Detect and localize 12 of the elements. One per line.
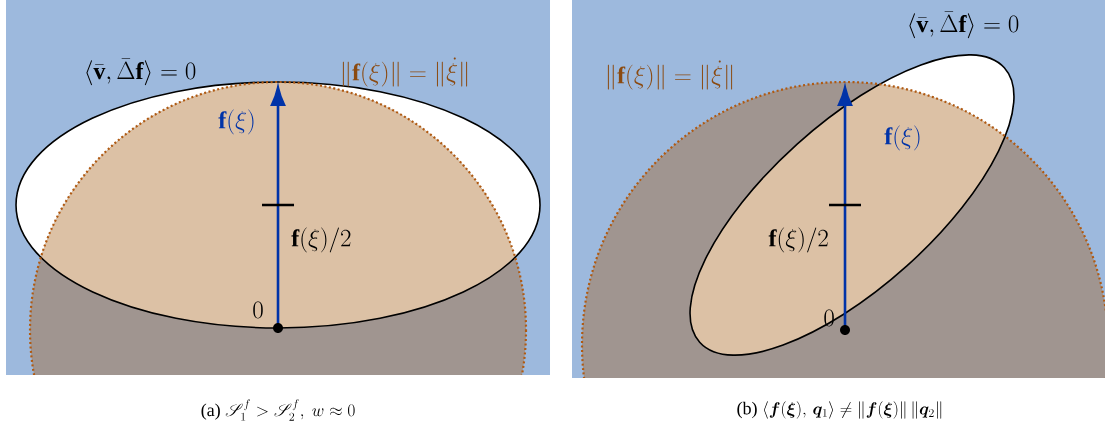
equation-label: $\|\mathbf{f}(\xi)\| = \|\dot{\xi}\|$ bbox=[607, 60, 733, 90]
tick-label: $\mathbf{f}(\xi)/2$ bbox=[291, 227, 351, 253]
vector-label: $\mathbf{f}(\xi)$ bbox=[218, 109, 254, 135]
subfigure-caption: $\text{(b)}\ \langle \bm{f}(\bm{\xi}),\, \bm{q}_1 \rangle \neq \|\bm{f}(\bm{\xi})\|\,\|\bm{q}_2\|$ bbox=[737, 401, 942, 419]
subfigure-caption: $\text{(a)}\ \mathscr{S}_1^f > \mathscr{S}_2^f,\ w \approx 0$ bbox=[201, 399, 355, 421]
vector-label: $\mathbf{f}(\xi)$ bbox=[884, 125, 920, 151]
equation-label: $\langle \bar{\mathbf{v}}, \bar{\Delta}\mathbf{f}\rangle = 0$ bbox=[86, 58, 196, 86]
origin-label: $0$ bbox=[824, 309, 834, 327]
origin-label: $0$ bbox=[253, 301, 263, 319]
equation-label: $\|\mathbf{f}(\xi)\| = \|\dot{\xi}\|$ bbox=[342, 57, 468, 87]
tick-label: $\mathbf{f}(\xi)/2$ bbox=[768, 227, 828, 253]
equation-label: $\langle \bar{\mathbf{v}}, \bar{\Delta}\mathbf{f}\rangle = 0$ bbox=[909, 11, 1019, 39]
